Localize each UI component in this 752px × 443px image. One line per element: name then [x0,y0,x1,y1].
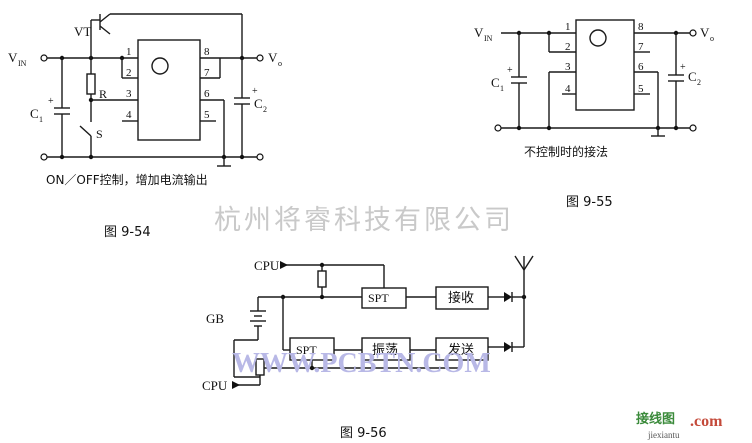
fig55-c2-sub: 2 [697,78,701,87]
fig55-caption: 图 9-55 [566,195,613,210]
fig55-c1-label: C [491,75,500,90]
fig56-receive-label: 接收 [448,290,474,306]
fig56-oscillate-label: 振荡 [372,343,398,358]
site-logo-url: jiexiantu [647,430,680,440]
fig55-pin-4: 4 [565,83,571,95]
fig54-vt-label: VT [74,24,91,39]
fig54-c2-plus: + [252,86,258,97]
fig55-ground-left-terminal [494,124,502,132]
fig56-oscillate-box [361,337,411,361]
fig54-pin-1: 1 [126,46,132,58]
fig54-r-label: R [99,87,107,101]
fig54-s-label: S [96,127,103,141]
site-logo-cn: 接线图 [636,411,675,427]
fig56-resistor-top [317,270,327,288]
fig55-vo-label: V [700,25,710,40]
fig54-pin-5: 5 [204,109,210,121]
site-logo: 接线图 .com jiexiantu [636,411,723,440]
fig54-ic-notch [151,57,169,75]
fig56-spt-bottom-label: SPT [296,343,317,357]
fig56-spt-top-label: SPT [368,291,389,305]
fig54-vin-terminal [40,54,48,62]
fig54-ground-right-terminal [256,153,264,161]
fig54-vin-label: V [8,50,18,65]
fig56-cpu-bottom-label: CPU [202,378,228,393]
fig55-ic-notch [589,29,607,47]
fig54-vo-terminal [256,54,264,62]
fig55-pin-6: 6 [638,61,644,73]
fig55-c2-label: C [688,69,697,84]
fig55-c1-plus: + [507,65,513,76]
fig54-pin-3: 3 [126,88,132,100]
fig54-vo-label: V [268,50,278,65]
fig56-transmit-label: 发送 [448,342,474,358]
figure-9-55: V IN V o C 1 + C 2 + 1 2 3 4 8 7 6 5 不控制… [474,19,714,210]
fig55-pin-8: 8 [638,21,644,33]
fig54-pin-6: 6 [204,88,210,100]
fig54-pin-7: 7 [204,67,210,79]
fig56-gb-label: GB [206,311,224,326]
fig56-transmit-box [435,337,489,361]
fig56-diode-receive [504,292,512,302]
fig54-c2-sub: 2 [263,105,267,114]
fig54-ic-body [137,39,201,141]
fig54-c2-label: C [254,96,263,111]
fig55-c1-sub: 1 [500,84,504,93]
fig55-pin-7: 7 [638,41,644,53]
fig54-pin-4: 4 [126,109,132,121]
fig56-cpu-top-label: CPU [254,258,280,273]
fig54-c1-plus: + [48,96,54,107]
figure-9-56: CPU CPU GB SPT SPT 接收 振荡 发送 图 9-56 [202,255,534,441]
fig54-resistor [86,73,96,95]
fig55-pin-2: 2 [565,41,571,53]
figure-9-54: VT V IN V o R S C 1 + C 2 + 1 2 3 4 8 7 … [8,13,282,240]
fig54-c1-sub: 1 [39,115,43,124]
fig54-caption: 图 9-54 [104,225,151,240]
fig54-vin-sub: IN [18,59,27,68]
fig54-vo-sub: o [278,59,282,68]
fig55-pin-5: 5 [638,83,644,95]
site-logo-com: .com [690,413,723,430]
fig54-pin-2: 2 [126,67,132,79]
fig54-subtitle: ON／OFF控制，增加电流输出 [46,172,208,187]
fig56-spt-top-box [361,287,407,309]
fig56-receive-box [435,286,489,310]
fig56-diode-transmit [504,342,512,352]
fig54-c1-label: C [30,106,39,121]
fig55-vo-sub: o [710,34,714,43]
fig55-vin-sub: IN [484,34,493,43]
fig54-pin-8: 8 [204,46,210,58]
fig55-c2-plus: + [680,62,686,73]
fig55-subtitle: 不控制时的接法 [524,144,608,159]
company-watermark: 杭州将睿科技有限公司 [214,205,514,236]
fig56-caption: 图 9-56 [340,426,387,441]
fig56-antenna [514,255,525,271]
pcbtn-watermark: WWW.PCBTN.COM [232,348,491,379]
fig55-pin-3: 3 [565,61,571,73]
fig55-ground-right-terminal [689,124,697,132]
fig55-vo-terminal [689,29,697,37]
fig54-switch [79,125,92,137]
fig54-ground-left-terminal [40,153,48,161]
fig55-pin-1: 1 [565,21,571,33]
fig55-vin-label: V [474,25,484,40]
